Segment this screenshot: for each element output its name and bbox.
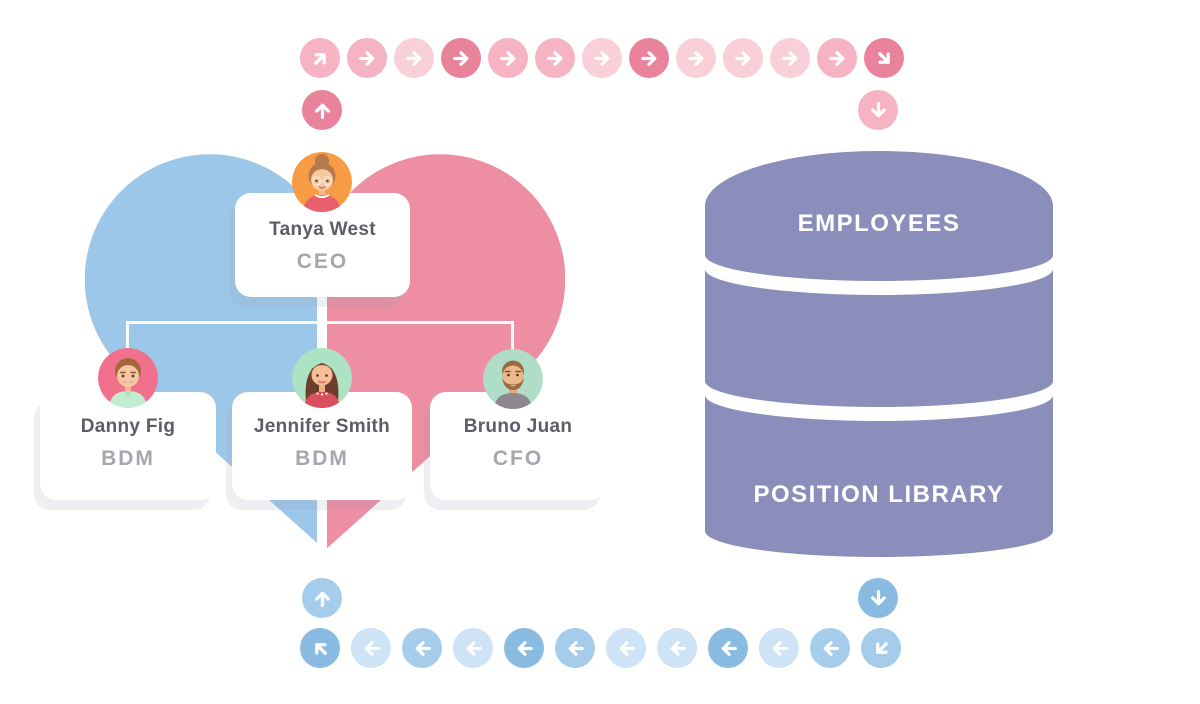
person-name: Danny Fig [80,416,176,437]
woman-bun-glasses-icon [292,152,352,212]
arrow-left-icon [657,628,697,668]
person-title: BDM [295,447,349,470]
org-card-jennifer: Jennifer Smith BDM [232,392,412,500]
arrow-right-icon [394,38,434,78]
flow-bottom-row [300,628,901,668]
arrow-left-icon [453,628,493,668]
org-connector-left [126,321,129,352]
flow-bottom-cap-end [858,578,898,618]
database-label-employees: EMPLOYEES [798,210,961,237]
man-smile-icon [98,348,158,408]
flow-bottom-cap-start [302,578,342,618]
org-card-danny: Danny Fig BDM [40,392,216,500]
database-label-position-library: POSITION LIBRARY [753,481,1004,508]
arrow-right-icon [347,38,387,78]
arrow-up-icon [302,90,342,130]
arrow-right-icon [770,38,810,78]
person-name: Bruno Juan [463,416,573,437]
arrow-up-icon [302,578,342,618]
person-title: BDM [101,447,155,470]
arrow-left-icon [555,628,595,668]
arrow-left-icon [759,628,799,668]
woman-long-hair-icon [292,348,352,408]
flow-top-row [300,38,904,78]
org-connector-horizontal [126,321,514,324]
database-segment-top [705,151,1053,281]
arrow-left-icon [606,628,646,668]
arrow-down-icon [858,90,898,130]
man-beard-icon [483,349,543,409]
person-title: CFO [492,447,544,470]
arrow-left-icon [351,628,391,668]
person-title: CEO [296,250,349,273]
database-segment-middle [705,269,1053,407]
arrow-left-icon [504,628,544,668]
arrow-left-icon [402,628,442,668]
arrow-up-left-icon [300,628,340,668]
flow-top-cap-start [302,90,342,130]
arrow-right-icon [676,38,716,78]
arrow-down-left-icon [861,628,901,668]
arrow-right-icon [723,38,763,78]
arrow-right-icon [535,38,575,78]
arrow-right-icon [582,38,622,78]
arrow-right-icon [629,38,669,78]
arrow-right-icon [817,38,857,78]
database-cylinder: EMPLOYEES POSITION LIBRARY [705,151,1053,557]
org-card-bruno: Bruno Juan CFO [430,392,606,500]
arrow-left-icon [810,628,850,668]
database-segment-bottom [705,395,1053,557]
flow-top-cap-end [858,90,898,130]
arrow-down-right-icon [864,38,904,78]
arrow-down-icon [858,578,898,618]
person-name: Tanya West [269,219,376,240]
person-name: Jennifer Smith [253,416,391,437]
arrow-right-icon [488,38,528,78]
arrow-left-icon [708,628,748,668]
arrow-up-right-icon [300,38,340,78]
org-connector-right [511,321,514,352]
arrow-right-icon [441,38,481,78]
